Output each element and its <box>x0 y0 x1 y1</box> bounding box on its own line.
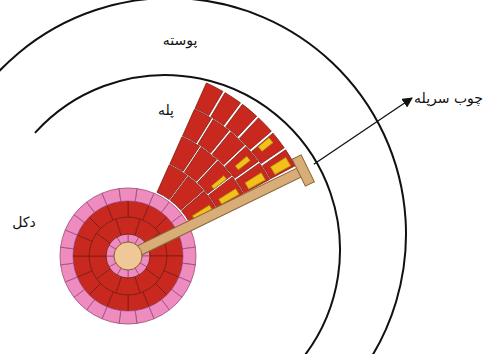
mast-block <box>119 311 137 324</box>
stair-block <box>211 176 226 189</box>
shell-inner-arc <box>35 75 340 354</box>
mast-blocks <box>60 188 196 324</box>
part-label: پله <box>158 102 174 119</box>
mast-block <box>61 263 78 282</box>
stair-block <box>270 157 290 174</box>
stair-stick <box>121 155 314 270</box>
stick-head <box>292 155 314 186</box>
mast-block <box>119 188 137 201</box>
part-label: دکل <box>12 214 36 231</box>
mast-block <box>102 189 121 206</box>
mast-block <box>183 247 196 265</box>
stair-block <box>258 138 273 152</box>
mast-block <box>116 217 140 235</box>
leader-arrow <box>314 98 412 164</box>
mast-block <box>135 307 154 324</box>
stair-wedge <box>157 83 295 223</box>
shell-outer-arc <box>0 0 406 354</box>
mast-block <box>60 247 73 265</box>
part-label: پوسته <box>163 32 198 49</box>
stair-block <box>235 156 250 169</box>
part-label: چوب سرپله <box>414 90 483 107</box>
mast-core <box>114 242 142 270</box>
stick-shaft <box>126 166 307 261</box>
